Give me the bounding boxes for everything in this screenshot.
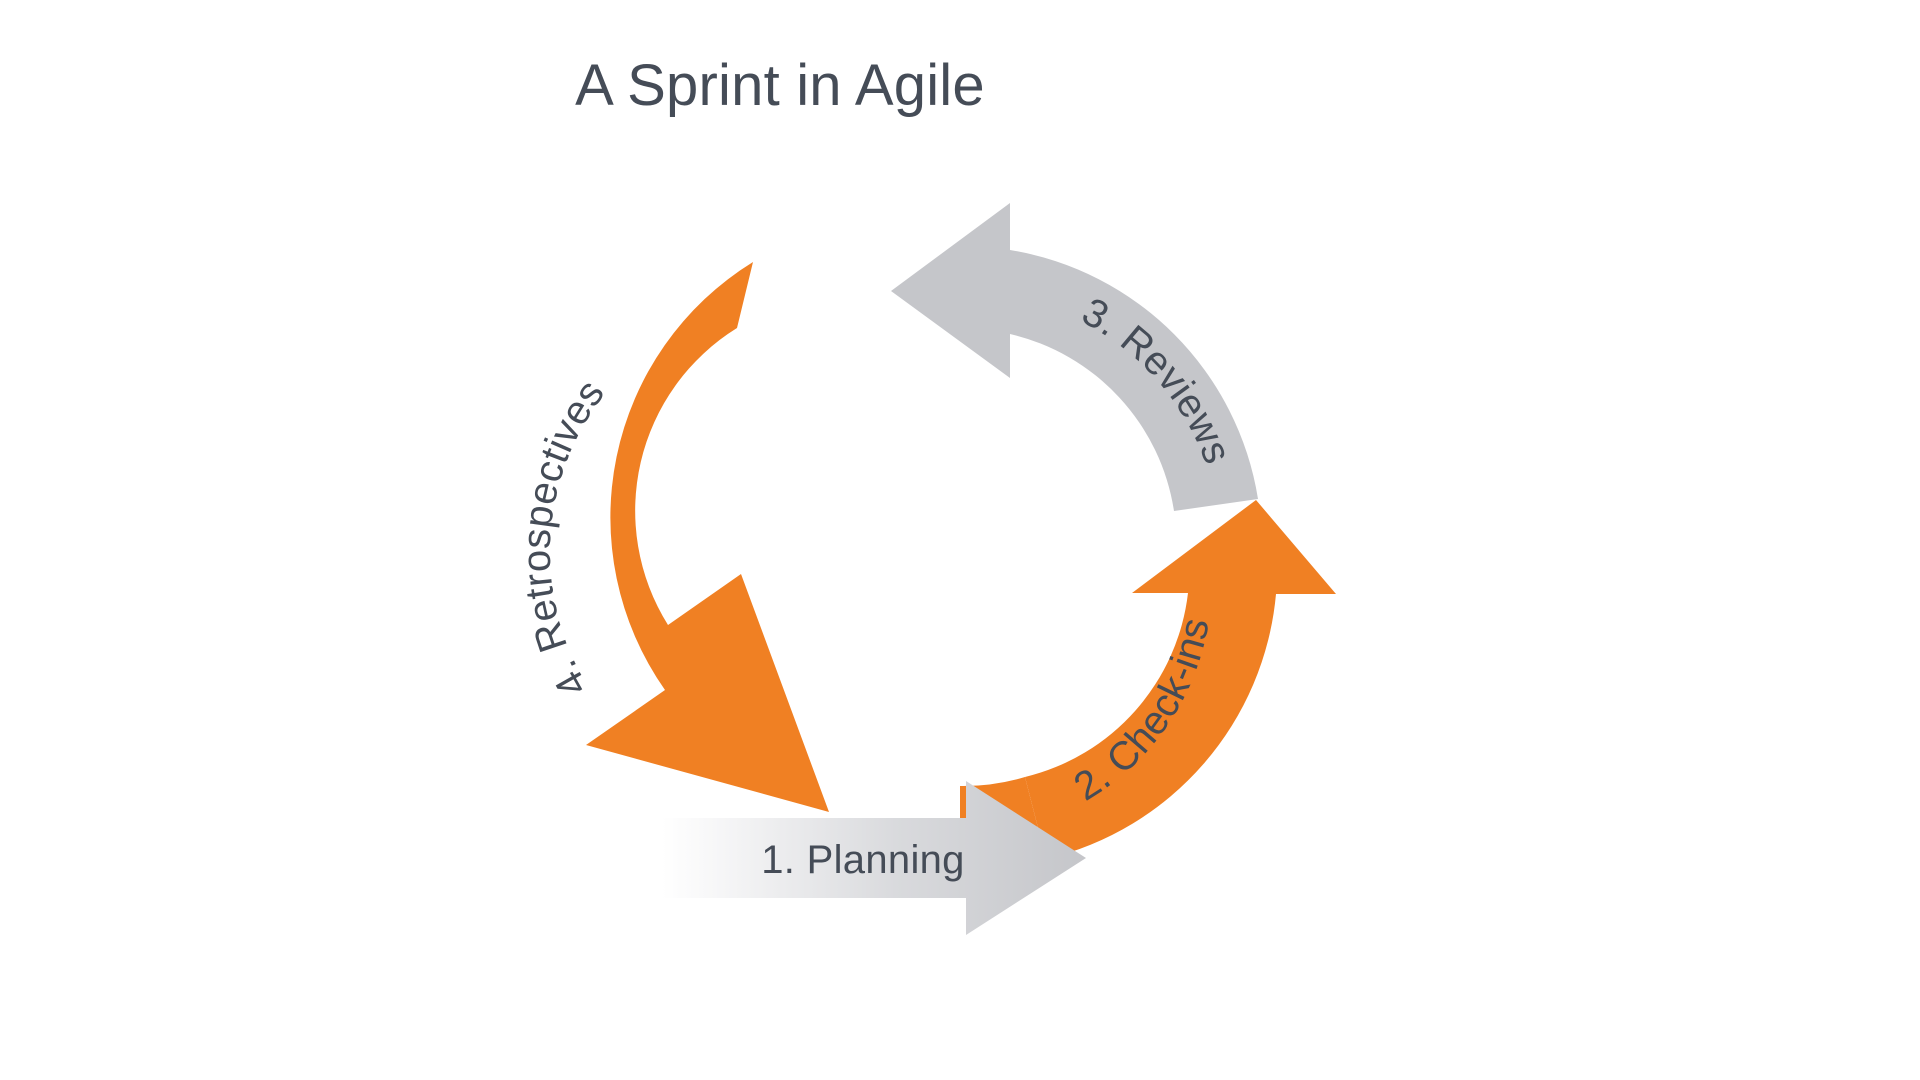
step-2-checkins[interactable]: 2. Check-ins — [1025, 500, 1336, 859]
step-1-label: 1. Planning — [761, 838, 964, 882]
step-2-arrow-shape — [1025, 500, 1336, 859]
step-4-label-text: 4. Retrospectives — [515, 372, 613, 704]
step-1-arrow-shape — [662, 781, 1086, 935]
step-3-reviews[interactable]: 3. Reviews — [891, 203, 1258, 511]
page-title: A Sprint in Agile — [575, 53, 985, 118]
step-4-label: 4. Retrospectives — [515, 372, 613, 704]
step-1-planning[interactable]: 1. Planning — [662, 781, 1086, 935]
step-4-arrow-shape — [586, 262, 829, 812]
step-3-arrow-shape — [891, 203, 1258, 511]
step-4-retrospectives[interactable]: 4. Retrospectives — [515, 262, 829, 812]
